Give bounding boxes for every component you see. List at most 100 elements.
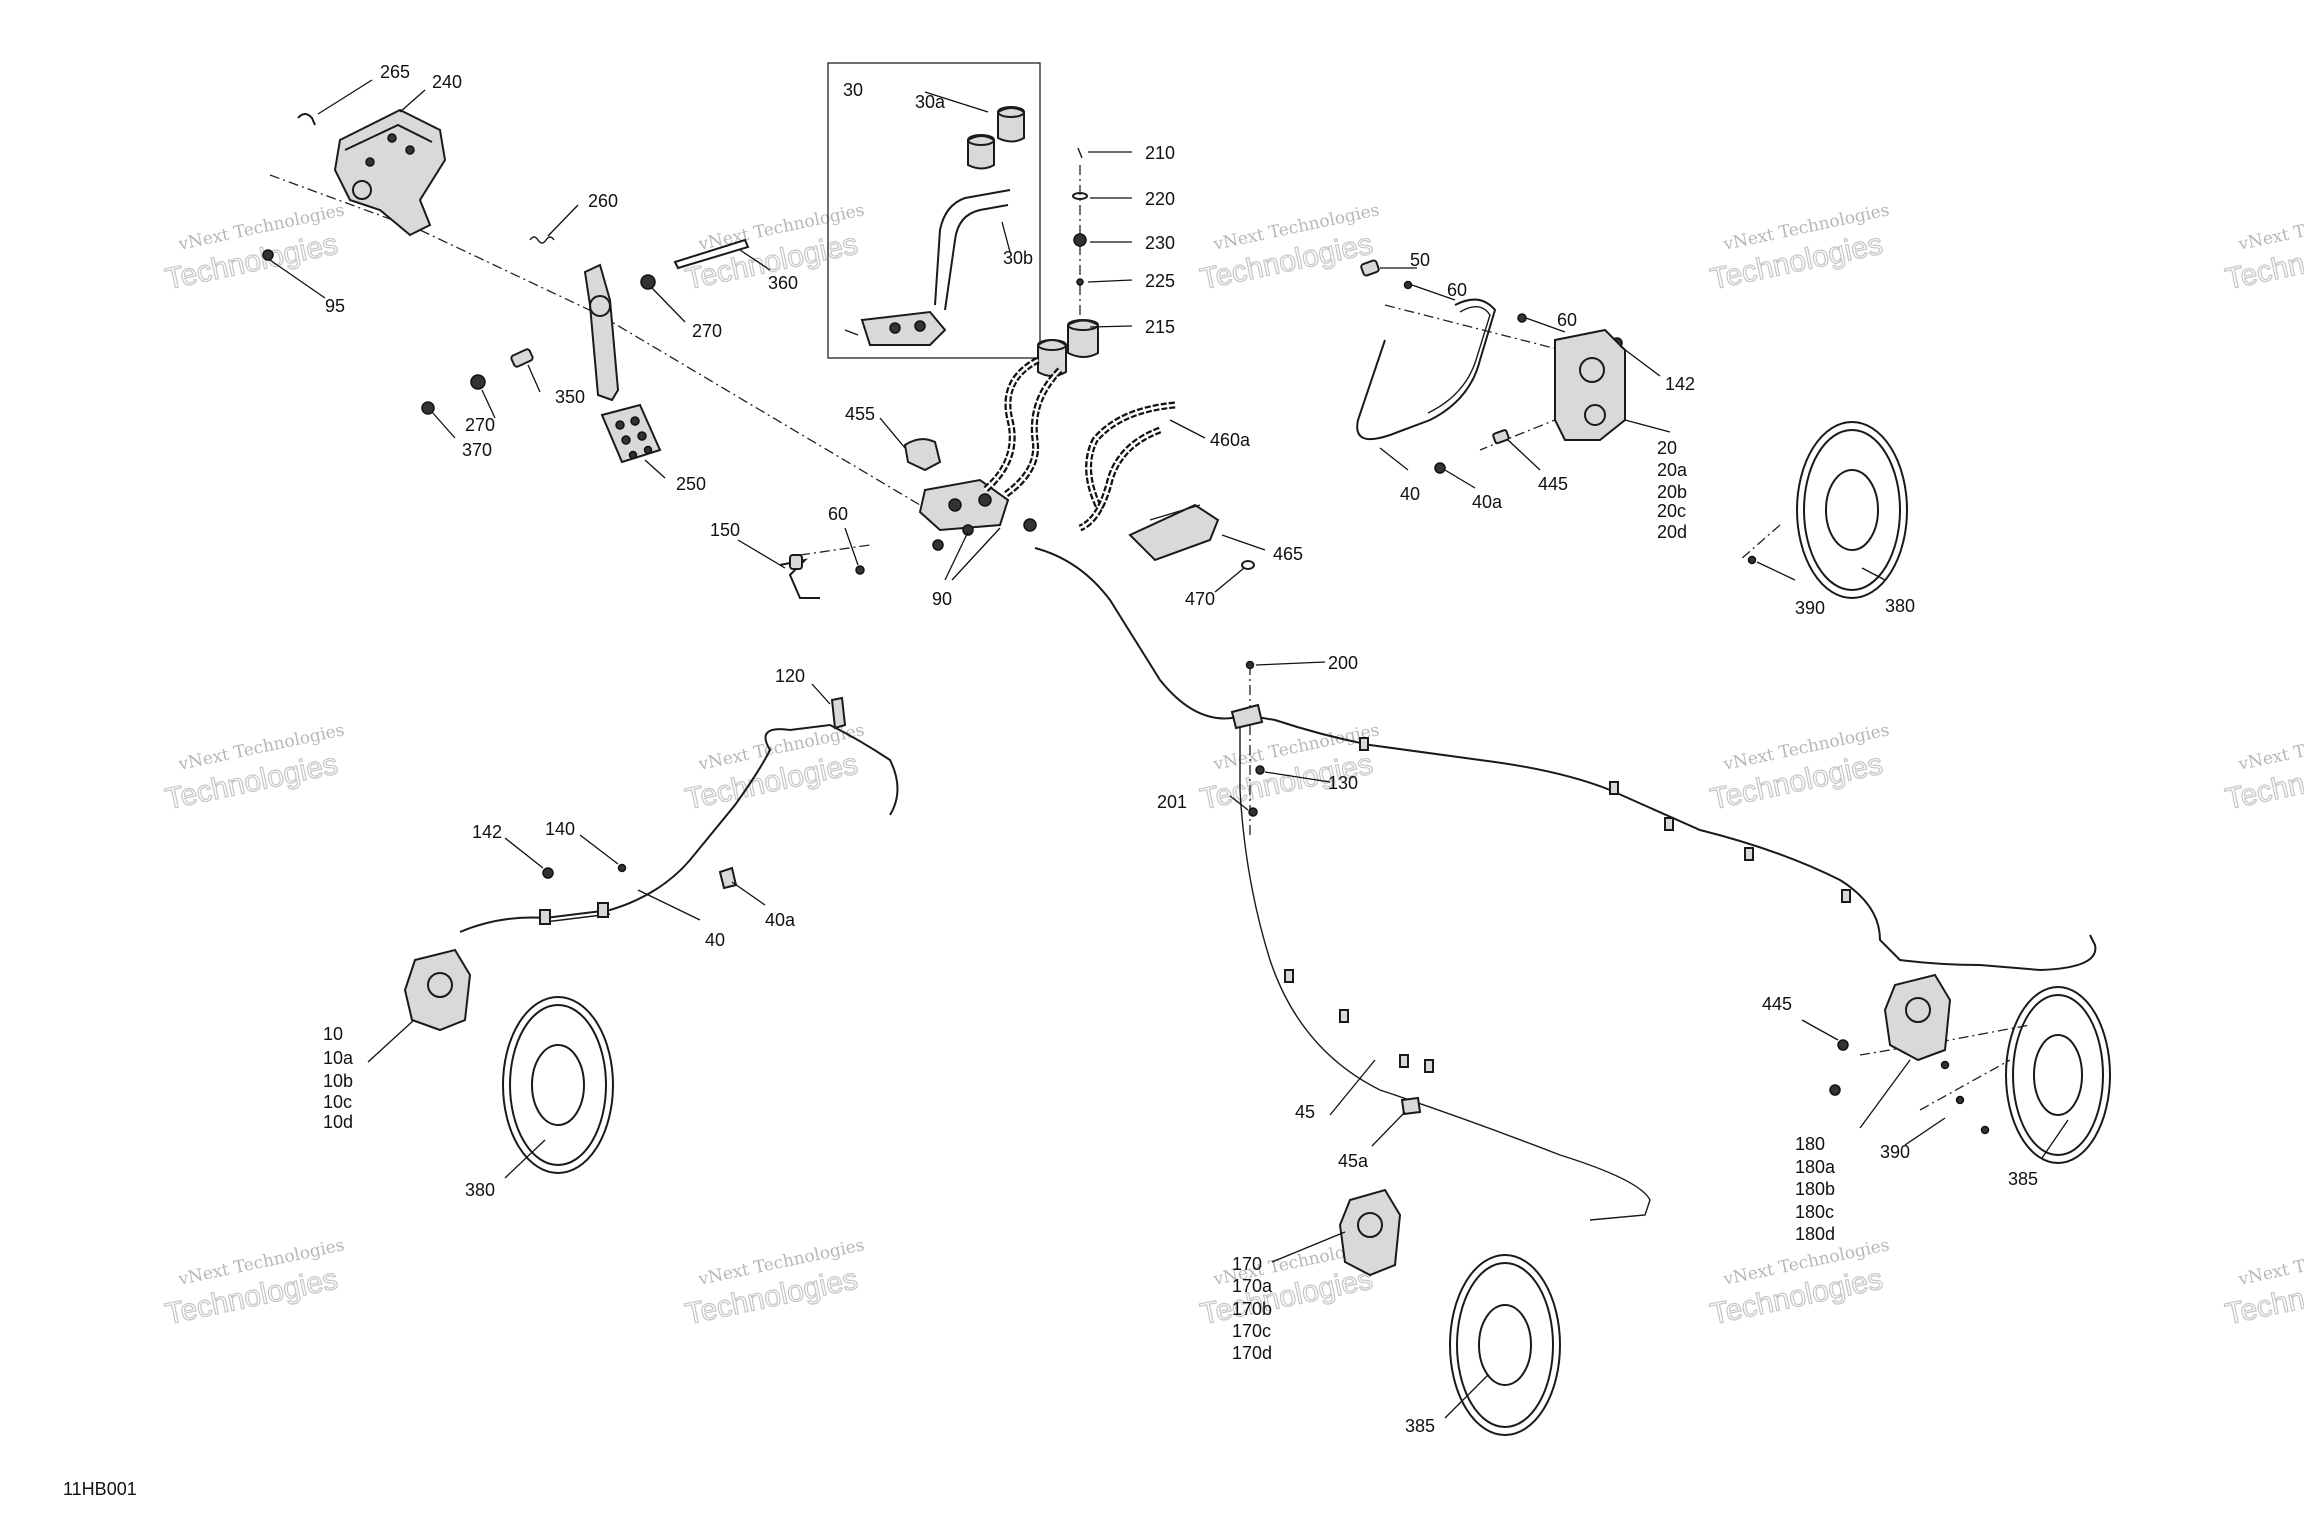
reservoir-kit-inset <box>827 62 1041 359</box>
callout-142: 142 <box>472 822 502 842</box>
callout-10: 10 <box>323 1024 343 1044</box>
callout-380: 380 <box>1885 596 1915 616</box>
callout-465: 465 <box>1273 544 1303 564</box>
washer-470 <box>1241 560 1255 570</box>
callout-170b: 170b <box>1232 1299 1272 1319</box>
fasteners-60-90 <box>855 518 1037 575</box>
callout-40a: 40a <box>765 910 796 930</box>
callout-270: 270 <box>465 415 495 435</box>
callout-445: 445 <box>1762 994 1792 1014</box>
callout-10a: 10a <box>323 1048 354 1068</box>
watermark: vNext Technologies Technologies <box>2222 200 2304 297</box>
spring-260 <box>529 236 555 244</box>
callout-170: 170 <box>1232 1254 1262 1274</box>
watermark: vNext Technologies Technologies <box>2222 1235 2304 1332</box>
callout-385: 385 <box>2008 1169 2038 1189</box>
front-right-brake-line-40 <box>1356 298 1497 440</box>
callout-445: 445 <box>1538 474 1568 494</box>
callout-150: 150 <box>710 520 740 540</box>
callout-60: 60 <box>1557 310 1577 330</box>
callout-455: 455 <box>845 404 875 424</box>
callout-390: 390 <box>1880 1142 1910 1162</box>
assembly-axis-lines <box>269 165 2031 1111</box>
callout-240: 240 <box>432 72 462 92</box>
pedal-bracket <box>333 108 447 237</box>
svg-text:vNext Technologies: vNext Technologies <box>2236 720 2304 775</box>
watermark: vNext Technologies Technologies <box>1197 720 1381 817</box>
bolt-445 <box>1492 429 1510 445</box>
callout-labels: 265 240 260 95 360 270 350 270 370 250 3… <box>63 62 2038 1499</box>
clamp-455 <box>903 438 942 472</box>
disc-bolt-390 <box>1747 555 1757 565</box>
callout-20a: 20a <box>1657 460 1688 480</box>
master-cylinder-30 <box>844 310 947 346</box>
bolt-40a <box>1434 462 1446 474</box>
brake-disc-380 <box>1796 421 1908 599</box>
callout-20c: 20c <box>1657 501 1686 521</box>
watermark-layer: vNext Technologies Technologies vNext Te… <box>162 200 2304 1332</box>
svg-text:vNext Technologies: vNext Technologies <box>2236 1235 2304 1290</box>
callout-170c: 170c <box>1232 1321 1271 1341</box>
junction-200 <box>1230 660 1264 730</box>
callout-20: 20 <box>1657 438 1677 458</box>
callout-460a: 460a <box>1210 430 1251 450</box>
callout-45: 45 <box>1295 1102 1315 1122</box>
callout-60: 60 <box>828 504 848 524</box>
callout-380: 380 <box>465 1180 495 1200</box>
callout-170d: 170d <box>1232 1343 1272 1363</box>
watermark: vNext Technologies Technologies <box>162 720 346 817</box>
watermark: vNext Technologies Technologies <box>1707 1235 1891 1332</box>
bushing-270 <box>470 274 656 390</box>
callout-200: 200 <box>1328 653 1358 673</box>
callout-50: 50 <box>1410 250 1430 270</box>
caliper-10 <box>403 948 472 1032</box>
brake-disc-380-left <box>502 996 614 1174</box>
callout-10b: 10b <box>323 1071 353 1091</box>
callout-40a: 40a <box>1472 492 1503 512</box>
rear-left-caliper-170 <box>1338 1188 1402 1277</box>
bolts-445-rear <box>1829 1039 1990 1135</box>
svg-text:vNext Technologies: vNext Technologies <box>2236 200 2304 255</box>
rear-brake-line-to-junction <box>1034 547 2097 1221</box>
callout-20d: 20d <box>1657 522 1687 542</box>
watermark: vNext Technologies Technologies <box>682 1235 866 1332</box>
leader-lines <box>269 79 2069 1419</box>
callout-180d: 180d <box>1795 1224 1835 1244</box>
callout-120: 120 <box>775 666 805 686</box>
clip-265 <box>297 113 316 126</box>
callout-370: 370 <box>462 440 492 460</box>
clip-201 <box>1248 807 1258 817</box>
fitting-120 <box>830 696 847 730</box>
fitting-130 <box>1255 765 1265 775</box>
clip-40a <box>718 866 738 890</box>
callout-30b: 30b <box>1003 248 1033 268</box>
brake-disc-385-right <box>2005 986 2111 1164</box>
callout-130: 130 <box>1328 773 1358 793</box>
callout-180b: 180b <box>1795 1179 1835 1199</box>
callout-90: 90 <box>932 589 952 609</box>
fitting-50 <box>1360 259 1380 277</box>
callout-201: 201 <box>1157 792 1187 812</box>
watermark: vNext Technologies Technologies <box>1197 200 1381 297</box>
callout-260: 260 <box>588 191 618 211</box>
pedal-arm-250 <box>583 263 662 464</box>
clip-45a <box>1400 1096 1422 1116</box>
callout-265: 265 <box>380 62 410 82</box>
callout-350: 350 <box>555 387 585 407</box>
heat-shield-465 <box>1128 503 1220 562</box>
reservoir-30a <box>967 106 1025 170</box>
callout-142: 142 <box>1665 374 1695 394</box>
nut-370 <box>421 401 435 415</box>
watermark: vNext Technologies Technologies <box>2222 720 2304 817</box>
callout-60: 60 <box>1447 280 1467 300</box>
watermark: vNext Technologies Technologies <box>162 1235 346 1332</box>
callout-180c: 180c <box>1795 1202 1834 1222</box>
fittings-140-142 <box>539 863 627 925</box>
callout-95: 95 <box>325 296 345 316</box>
callout-250: 250 <box>676 474 706 494</box>
callout-10d: 10d <box>323 1112 353 1132</box>
callout-40: 40 <box>705 930 725 950</box>
callout-210: 210 <box>1145 143 1175 163</box>
reservoir-hoses <box>982 356 1176 532</box>
watermark: vNext Technologies Technologies <box>1707 720 1891 817</box>
